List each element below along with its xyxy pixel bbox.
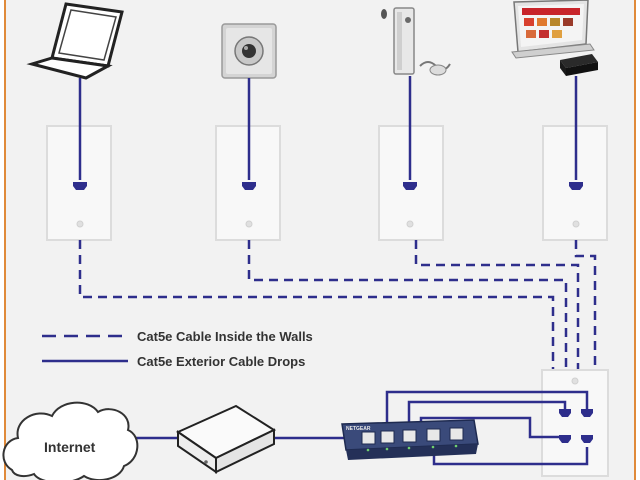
in-wall-cable-4 xyxy=(574,240,597,372)
laptop-icon xyxy=(26,2,124,120)
internet-cloud-icon: Internet xyxy=(2,401,139,480)
jack-2 xyxy=(581,409,593,417)
in-wall-cable-1 xyxy=(78,240,555,372)
switch-port-3 xyxy=(402,429,417,443)
in-wall-cable-runs xyxy=(78,240,597,372)
in-wall-cable-2 xyxy=(247,240,568,372)
tv-icon xyxy=(511,0,598,120)
jack-4 xyxy=(581,435,593,443)
switch-port-1 xyxy=(361,431,376,445)
modem-icon xyxy=(175,404,277,474)
wall-plate-4 xyxy=(542,120,608,241)
game-console-icon xyxy=(381,7,451,120)
patch-cable-1 xyxy=(385,390,589,428)
switch-ports xyxy=(361,427,464,445)
in-wall-cable-3 xyxy=(414,240,580,372)
legend: Cat5e Cable Inside the Walls Cat5e Exter… xyxy=(42,329,313,369)
camera-icon xyxy=(221,23,277,120)
switch-port-2 xyxy=(380,430,395,444)
network-switch: NETGEAR xyxy=(341,419,479,460)
switch-leds xyxy=(366,444,458,452)
legend-dashed-label: Cat5e Cable Inside the Walls xyxy=(137,329,313,344)
wall-plate-2 xyxy=(215,120,281,241)
patch-wall-plate xyxy=(541,369,609,477)
jack-1 xyxy=(559,409,571,417)
wall-plate-3 xyxy=(378,120,444,241)
patch-cable-2 xyxy=(407,400,567,428)
switch-port-4 xyxy=(426,428,441,442)
switch-port-5 xyxy=(449,427,464,441)
internet-label: Internet xyxy=(44,439,96,455)
legend-solid-label: Cat5e Exterior Cable Drops xyxy=(137,354,305,369)
switch-brand: NETGEAR xyxy=(346,426,371,432)
jack-3 xyxy=(559,435,571,443)
wall-plate-1 xyxy=(46,120,112,241)
